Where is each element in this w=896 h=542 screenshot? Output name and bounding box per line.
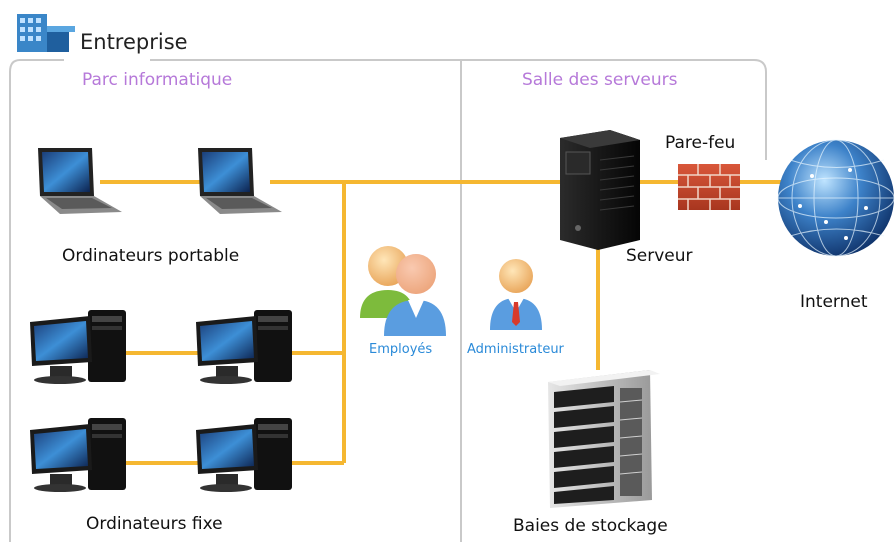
section-title-parc: Parc informatique <box>82 70 233 90</box>
laptops-label: Ordinateurs portable <box>62 246 240 266</box>
enterprise-frame <box>9 59 767 542</box>
globe-icon <box>777 139 895 257</box>
internet-label: Internet <box>800 292 868 312</box>
firewall-label: Pare-feu <box>665 133 736 153</box>
firewall-icon <box>678 164 740 210</box>
employees-label: Employés <box>369 342 433 357</box>
storage-rack-icon <box>548 370 660 508</box>
desktops-label: Ordinateurs fixe <box>86 514 223 534</box>
page-title: Entreprise <box>80 30 188 54</box>
network-links <box>100 180 790 465</box>
server-label: Serveur <box>626 246 693 266</box>
desktop-computer-icon <box>30 418 126 492</box>
administrator-icon <box>490 259 542 330</box>
laptop-icon <box>38 148 122 214</box>
employees-icon <box>360 246 446 336</box>
building-icon <box>17 14 75 52</box>
storage-label: Baies de stockage <box>513 516 668 536</box>
desktop-computer-icon <box>196 418 292 492</box>
desktop-computer-icon <box>196 310 292 384</box>
laptop-icon <box>198 148 282 214</box>
section-title-salle: Salle des serveurs <box>522 70 678 90</box>
server-icon <box>560 130 640 250</box>
administrator-label: Administrateur <box>467 342 564 357</box>
desktop-computer-icon <box>30 310 126 384</box>
